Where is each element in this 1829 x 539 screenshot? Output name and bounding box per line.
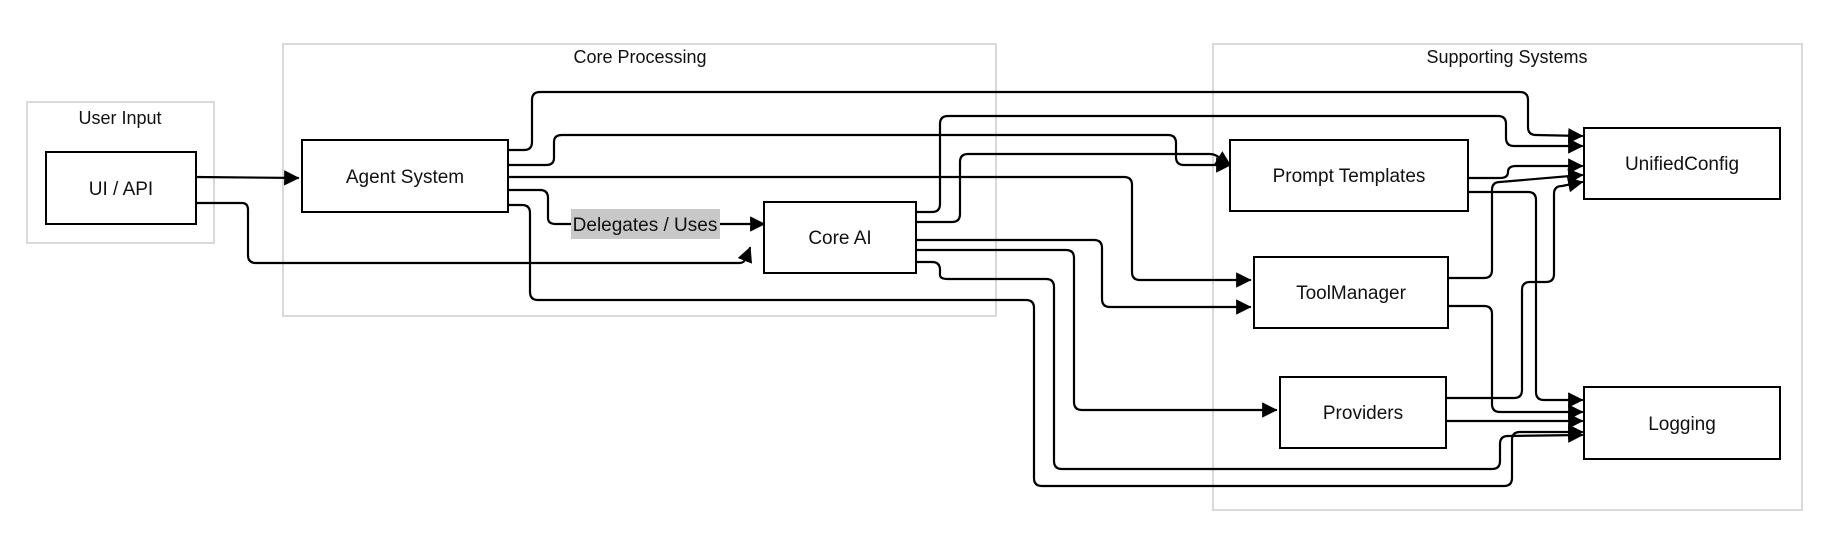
group-user-input-border [26, 101, 215, 244]
edge-label-delegates-uses: Delegates / Uses [571, 209, 720, 239]
edge-prompts-to-config [1466, 158, 1584, 180]
edge-coreai-to-logging [914, 260, 1584, 471]
edge-coreai-to-tools [914, 238, 1252, 315]
node-unified-config-label: UnifiedConfig [1625, 154, 1739, 175]
group-supporting-systems: Supporting Systems [1212, 43, 1803, 511]
node-logging[interactable]: Logging [1583, 386, 1781, 460]
group-supporting-systems-label: Supporting Systems [1426, 47, 1587, 67]
node-unified-config[interactable]: UnifiedConfig [1583, 127, 1781, 200]
edge-label-background [571, 209, 720, 239]
node-providers-box[interactable] [1279, 376, 1447, 449]
node-tool-manager-label: ToolManager [1296, 283, 1407, 304]
edges [194, 90, 1584, 488]
node-providers[interactable]: Providers [1279, 376, 1447, 449]
edge-agent-to-config [506, 90, 1584, 152]
node-providers-label: Providers [1323, 403, 1403, 424]
node-logging-box[interactable] [1583, 386, 1781, 460]
node-agent-system[interactable]: Agent System [301, 139, 509, 213]
edge-agent-to-coreai [506, 188, 766, 232]
node-prompt-templates-label: Prompt Templates [1273, 166, 1426, 187]
node-prompt-templates[interactable]: Prompt Templates [1229, 139, 1469, 212]
edge-tools-to-config [1446, 168, 1584, 280]
node-prompt-templates-box[interactable] [1229, 139, 1469, 212]
node-agent-system-box[interactable] [301, 139, 509, 213]
node-tool-manager[interactable]: ToolManager [1253, 256, 1449, 329]
group-supporting-systems-border [1212, 43, 1803, 511]
edge-label-text: Delegates / Uses [573, 215, 718, 236]
node-core-ai-box[interactable] [763, 201, 917, 274]
edge-agent-to-prompts [506, 133, 1232, 173]
group-user-input-label: User Input [78, 108, 161, 128]
node-agent-system-label: Agent System [346, 167, 464, 188]
node-core-ai-label: Core AI [808, 228, 871, 249]
edge-coreai-to-config [914, 114, 1584, 214]
node-unified-config-box[interactable] [1583, 127, 1781, 200]
node-ui-api[interactable]: UI / API [45, 151, 197, 225]
node-tool-manager-box[interactable] [1253, 256, 1449, 329]
node-ui-api-box[interactable] [45, 151, 197, 225]
node-ui-api-label: UI / API [89, 179, 153, 200]
edge-agent-to-logging [506, 203, 1584, 488]
edge-tools-to-logging [1446, 304, 1584, 420]
edge-coreai-to-providers [914, 248, 1278, 418]
group-core-processing-label: Core Processing [573, 47, 706, 67]
edge-providers-to-config [1444, 177, 1584, 400]
node-core-ai[interactable]: Core AI [763, 201, 917, 274]
edge-ui-to-coreai [194, 201, 753, 265]
group-user-input: User Input [26, 101, 215, 244]
group-core-processing: Core Processing [282, 43, 997, 317]
node-logging-label: Logging [1648, 414, 1716, 435]
edge-coreai-to-prompts [914, 151, 1232, 224]
edge-ui-to-agent [194, 170, 300, 186]
edge-agent-to-tools [506, 175, 1252, 288]
edge-prompts-to-logging [1466, 190, 1584, 408]
group-core-processing-border [282, 43, 997, 317]
